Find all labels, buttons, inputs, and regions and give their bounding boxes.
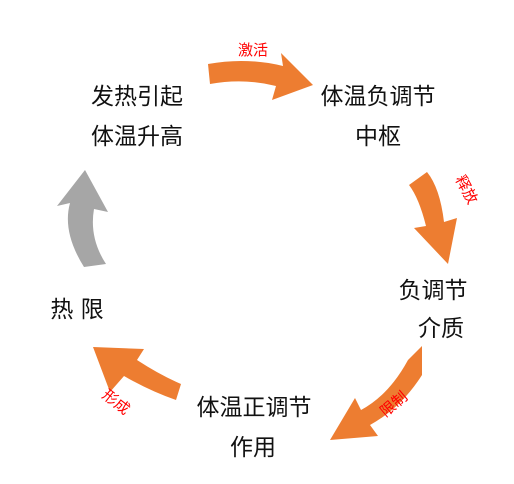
arrow-mediator-to-effect [330,346,422,440]
edge-label-release: 释放 [451,172,481,207]
node-fever-raise-line1: 发热引起 [91,84,183,110]
node-mediator-line2: 介质 [418,316,464,342]
edge-label-form: 形成 [99,386,134,419]
node-effect-line2: 作用 [230,435,276,461]
node-center-line1: 体温负调节 [321,84,436,110]
node-fever-limit: 热 限 [50,297,103,323]
arrow-effect-to-limit [93,347,181,400]
node-fever-raise-line2: 体温升高 [91,124,183,150]
node-limit-label: 热 限 [50,297,103,323]
arrow-fever-to-center [208,53,313,100]
node-mediator-line1: 负调节 [399,278,468,304]
node-effect-line1: 体温正调节 [197,395,312,421]
node-negative-regulation-center: 体温负调节 中枢 [321,84,436,150]
arrow-limit-to-fever [57,170,108,267]
node-fever-raise: 发热引起 体温升高 [91,84,183,150]
node-negative-regulation-mediator: 负调节 介质 [399,278,468,342]
arrow-center-to-mediator [409,172,457,264]
node-positive-regulation-effect: 体温正调节 作用 [197,395,312,461]
node-center-line2: 中枢 [355,124,401,150]
edge-label-activate: 激活 [238,41,268,59]
